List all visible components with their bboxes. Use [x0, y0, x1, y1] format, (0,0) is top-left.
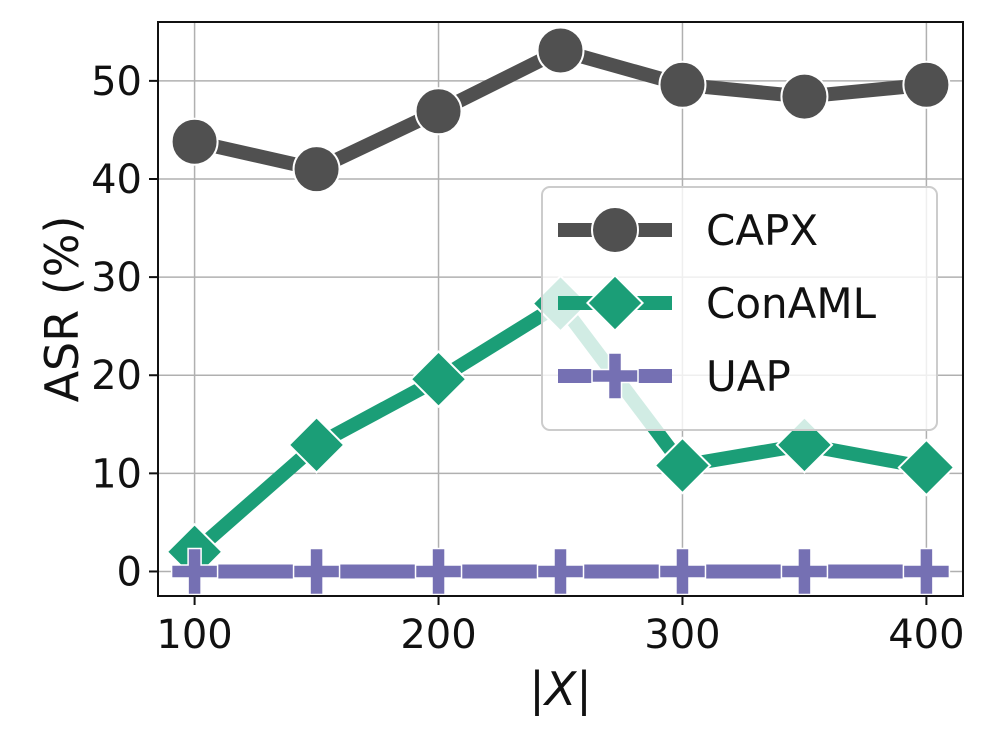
x-tick-label: 300 [644, 612, 720, 658]
data-point [536, 26, 585, 75]
data-point [780, 547, 829, 596]
legend-entry-capx: CAPX [558, 206, 818, 255]
data-point [292, 547, 341, 596]
data-point [775, 415, 834, 474]
data-point [170, 117, 219, 166]
x-tick-label: 100 [156, 612, 232, 658]
legend-entry-uap: UAP [558, 352, 791, 401]
data-point [902, 60, 951, 109]
data-point [414, 87, 463, 136]
y-tick-label: 0 [117, 549, 142, 595]
data-point [536, 547, 585, 596]
legend-label: ConAML [706, 279, 877, 328]
y-tick-label: 20 [91, 353, 142, 399]
legend-label: CAPX [706, 206, 818, 255]
series-uap [170, 547, 951, 596]
data-point [414, 547, 463, 596]
ticks: 100 200 300 400 0 10 20 30 40 50 [91, 59, 964, 658]
x-tick-label: 200 [400, 612, 476, 658]
data-point [287, 415, 346, 474]
data-point [658, 547, 707, 596]
data-point [902, 547, 951, 596]
legend-marker [591, 206, 639, 254]
plot-frame [157, 21, 964, 597]
data-point [780, 72, 829, 121]
legend-marker [585, 273, 645, 333]
x-tick-label: 400 [888, 612, 964, 658]
data-point [292, 145, 341, 194]
legend: CAPX ConAML UAP [541, 186, 938, 431]
series-capx [170, 26, 951, 194]
y-tick-label: 30 [91, 255, 142, 301]
data-point [653, 436, 712, 495]
legend-marker [591, 352, 639, 400]
y-tick-label: 50 [91, 59, 142, 105]
data-point [897, 438, 956, 497]
y-axis-title: ASR (%) [35, 216, 89, 403]
y-tick-label: 40 [91, 157, 142, 203]
y-tick-label: 10 [91, 451, 142, 497]
data-point [170, 547, 219, 596]
legend-entry-conaml: ConAML [558, 273, 877, 333]
legend-label: UAP [706, 352, 791, 401]
x-axis-title: |X| [529, 662, 592, 717]
data-point [658, 60, 707, 109]
data-point [409, 350, 468, 409]
